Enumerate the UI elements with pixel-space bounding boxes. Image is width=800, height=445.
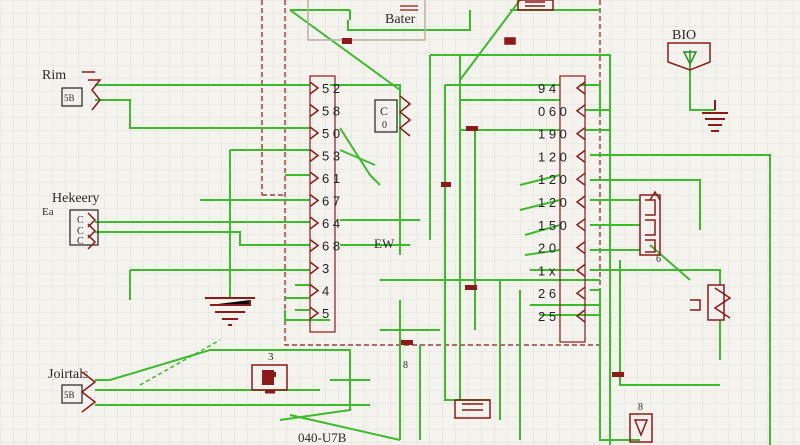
left-chip-pin-label: 5 3 [322,149,340,164]
left-chip-pin-label: 6 7 [322,194,340,209]
right-chip-pin-label: 1 x [538,263,556,278]
right-chip-pin-marker [575,127,586,141]
left-chip-pin-marker [309,306,320,320]
right-chip-pin-marker [575,149,586,163]
left-chip-pin-marker [309,193,320,208]
bottom-right-diode: 8 [629,402,653,443]
right-chip-pin-marker [575,309,586,323]
relay-block [639,190,661,256]
left-chip-pin-marker [309,81,320,95]
left-chip-pin-marker [309,261,320,275]
right-chip-pin-marker [575,286,586,300]
rim-connector: Rim 5B [42,68,102,111]
right-chip-pin-label: 2 5 [538,309,556,324]
right-chip-pin-marker [575,263,586,277]
three-label: 3 [268,351,274,363]
bottom-capacitor [454,399,491,419]
rim-sub-label: 5B [64,93,75,103]
left-chip-pin-marker [309,216,320,230]
right-chip-pin-label: 9 4 [538,81,556,96]
hekeery-pin-0: C [77,215,84,226]
c-label: C [380,104,388,118]
connector-marks [268,126,624,377]
right-ic-chip: 9 4 0 6 0 1 9 0 1 2 0 1 2 0 1 2 0 1 5 0 2 0 1 x 2… [538,75,586,343]
left-chip-pin-label: 3 [322,261,329,276]
right-chip-pin-label: 1 2 0 [538,172,567,187]
right-chip-pin-marker [575,195,586,209]
bottom-code-label: 040-U7B [298,430,347,445]
battery-component: Bater [307,0,426,44]
left-chip-pin-marker [309,103,320,118]
relay-label: 6 [656,254,661,265]
left-chip-pin-label: 6 1 [322,171,340,186]
right-chip-pin-label: 1 9 0 [538,127,567,142]
right-chip-pin-label: 2 0 [538,241,556,256]
right-chip-pin-marker [575,81,586,95]
left-chip-pin-label: 5 0 [322,126,340,141]
left-chip-pin-marker [309,238,320,253]
joints-label: Joirtals [48,367,88,382]
joints-sub-label: 5B [64,390,75,400]
right-chip-pin-label: 2 6 [538,286,556,301]
capacitor-component: C 0 [374,95,412,137]
left-chip-pin-marker [309,148,320,163]
c-label-2: 0 [382,120,387,131]
bio-label: BIO [672,28,696,43]
rim-label: Rim [42,68,66,83]
right-chip-pin-marker [575,104,586,118]
left-chip-pin-label: 6 8 [322,239,340,254]
left-ic-chip: 5 2 5 8 5 0 5 3 6 1 6 7 6 4 6 8 3 4 5 [309,75,340,333]
battery-label: Bater [385,12,416,27]
ew-label: EW [374,236,395,251]
hekeery-prefix: Ea [42,206,54,218]
hekeery-pin-1: C [77,226,84,237]
left-chip-pin-marker [309,283,320,298]
right-lower-component [690,284,732,321]
left-chip-pin-marker [309,171,320,185]
left-chip-pin-label: 5 2 [322,81,340,96]
left-chip-pin-label: 5 [322,306,329,321]
left-chip-pin-label: 5 8 [322,104,340,119]
left-chip-pin-marker [309,126,320,140]
right-chip-pin-marker [575,172,586,186]
ground-symbol-right [702,100,728,132]
hekeery-connector: Hekeery Ea C C C [42,191,99,250]
hekeery-pin-2: C [77,236,84,247]
right-chip-pin-label: 1 2 0 [538,195,567,210]
dashed-boundaries [261,0,601,346]
dashed-link [139,339,221,386]
hekeery-label: Hekeery [52,191,99,206]
bottom-right-label: 8 [638,402,643,413]
right-chip-pin-label: 0 6 0 [538,104,567,119]
right-chip-pin-marker [575,218,586,232]
left-chip-pin-label: 6 4 [322,216,340,231]
right-chip-pin-marker [575,241,586,255]
joints-connector: Joirtals 5B [48,367,97,413]
bio-component: BIO [667,28,711,71]
mid-bottom-label: 8 [403,360,408,371]
right-chip-pin-label: 1 2 0 [538,149,567,164]
right-chip-pin-label: 1 5 0 [538,218,567,233]
top-right-component [504,0,554,45]
ground-symbol-left [205,297,255,326]
left-chip-pin-label: 4 [322,284,329,299]
